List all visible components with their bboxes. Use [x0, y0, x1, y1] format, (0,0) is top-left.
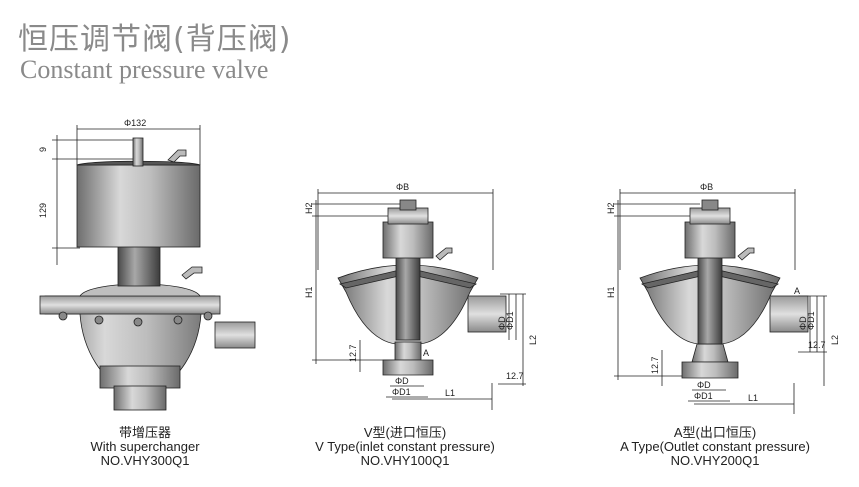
caption-a-type: A型(出口恒压) A Type(Outlet constant pressure…: [597, 426, 833, 468]
dim-v-h1: H1: [304, 286, 314, 298]
dim-v-d1: ΦD1: [392, 387, 411, 397]
caption-superchanger-cn: 带增压器: [118, 425, 171, 440]
dim-v-l2: L2: [528, 335, 538, 345]
dim-a-pipe-d: ΦD: [798, 316, 808, 330]
dim-v-pipe-d1: ΦD1: [505, 311, 515, 330]
dim-a-l1: L1: [748, 393, 758, 403]
caption-a-type-cn: A型(出口恒压): [673, 425, 757, 440]
caption-a-type-model: NO.VHY200Q1: [670, 453, 760, 468]
dim-a-thickness-right: 12.7: [808, 340, 826, 350]
dim-v-a: A: [423, 348, 429, 358]
page-title-english: Constant pressure valve: [20, 55, 269, 84]
caption-v-type-cn: V型(进口恒压): [363, 425, 447, 440]
dim-a-l2: L2: [830, 335, 840, 345]
dim-small-height: 9: [38, 147, 48, 152]
caption-v-type-model: NO.VHY100Q1: [360, 453, 450, 468]
caption-v-type-en: V Type(inlet constant pressure): [315, 439, 495, 454]
caption-superchanger-model: NO.VHY300Q1: [100, 453, 190, 468]
valve-v-type-drawing: [312, 189, 526, 410]
dim-v-thickness-right: 12.7: [506, 371, 524, 381]
dim-a-h1: H1: [606, 286, 616, 298]
caption-a-type-en: A Type(Outlet constant pressure): [620, 439, 810, 454]
dim-v-l1: L1: [445, 388, 455, 398]
dim-v-d: ΦD: [395, 376, 409, 386]
dim-a-top-diameter: ΦB: [700, 182, 713, 192]
valve-with-superchanger-drawing: [39, 125, 256, 411]
dim-a-d: ΦD: [697, 380, 711, 390]
dim-body-height: 129: [38, 203, 48, 218]
caption-v-type: V型(进口恒压) V Type(inlet constant pressure)…: [295, 426, 515, 468]
dim-a-h2: H2: [606, 202, 616, 214]
page-title-chinese: 恒压调节阀(背压阀): [18, 22, 292, 57]
dim-top-diameter: Φ132: [124, 118, 146, 128]
dim-a-d1: ΦD1: [694, 391, 713, 401]
dim-a-a: A: [794, 286, 800, 296]
dim-v-top-diameter: ΦB: [396, 182, 409, 192]
dim-v-h2: H2: [304, 202, 314, 214]
dim-a-pipe-d1: ΦD1: [806, 311, 816, 330]
valve-a-type-drawing: [614, 189, 827, 414]
caption-superchanger: 带增压器 With superchanger NO.VHY300Q1: [60, 426, 230, 468]
dim-v-thickness-left: 12.7: [348, 344, 358, 362]
dim-v-pipe-d: ΦD: [497, 316, 507, 330]
dim-a-thickness-left: 12.7: [650, 356, 660, 374]
caption-superchanger-en: With superchanger: [90, 439, 200, 454]
